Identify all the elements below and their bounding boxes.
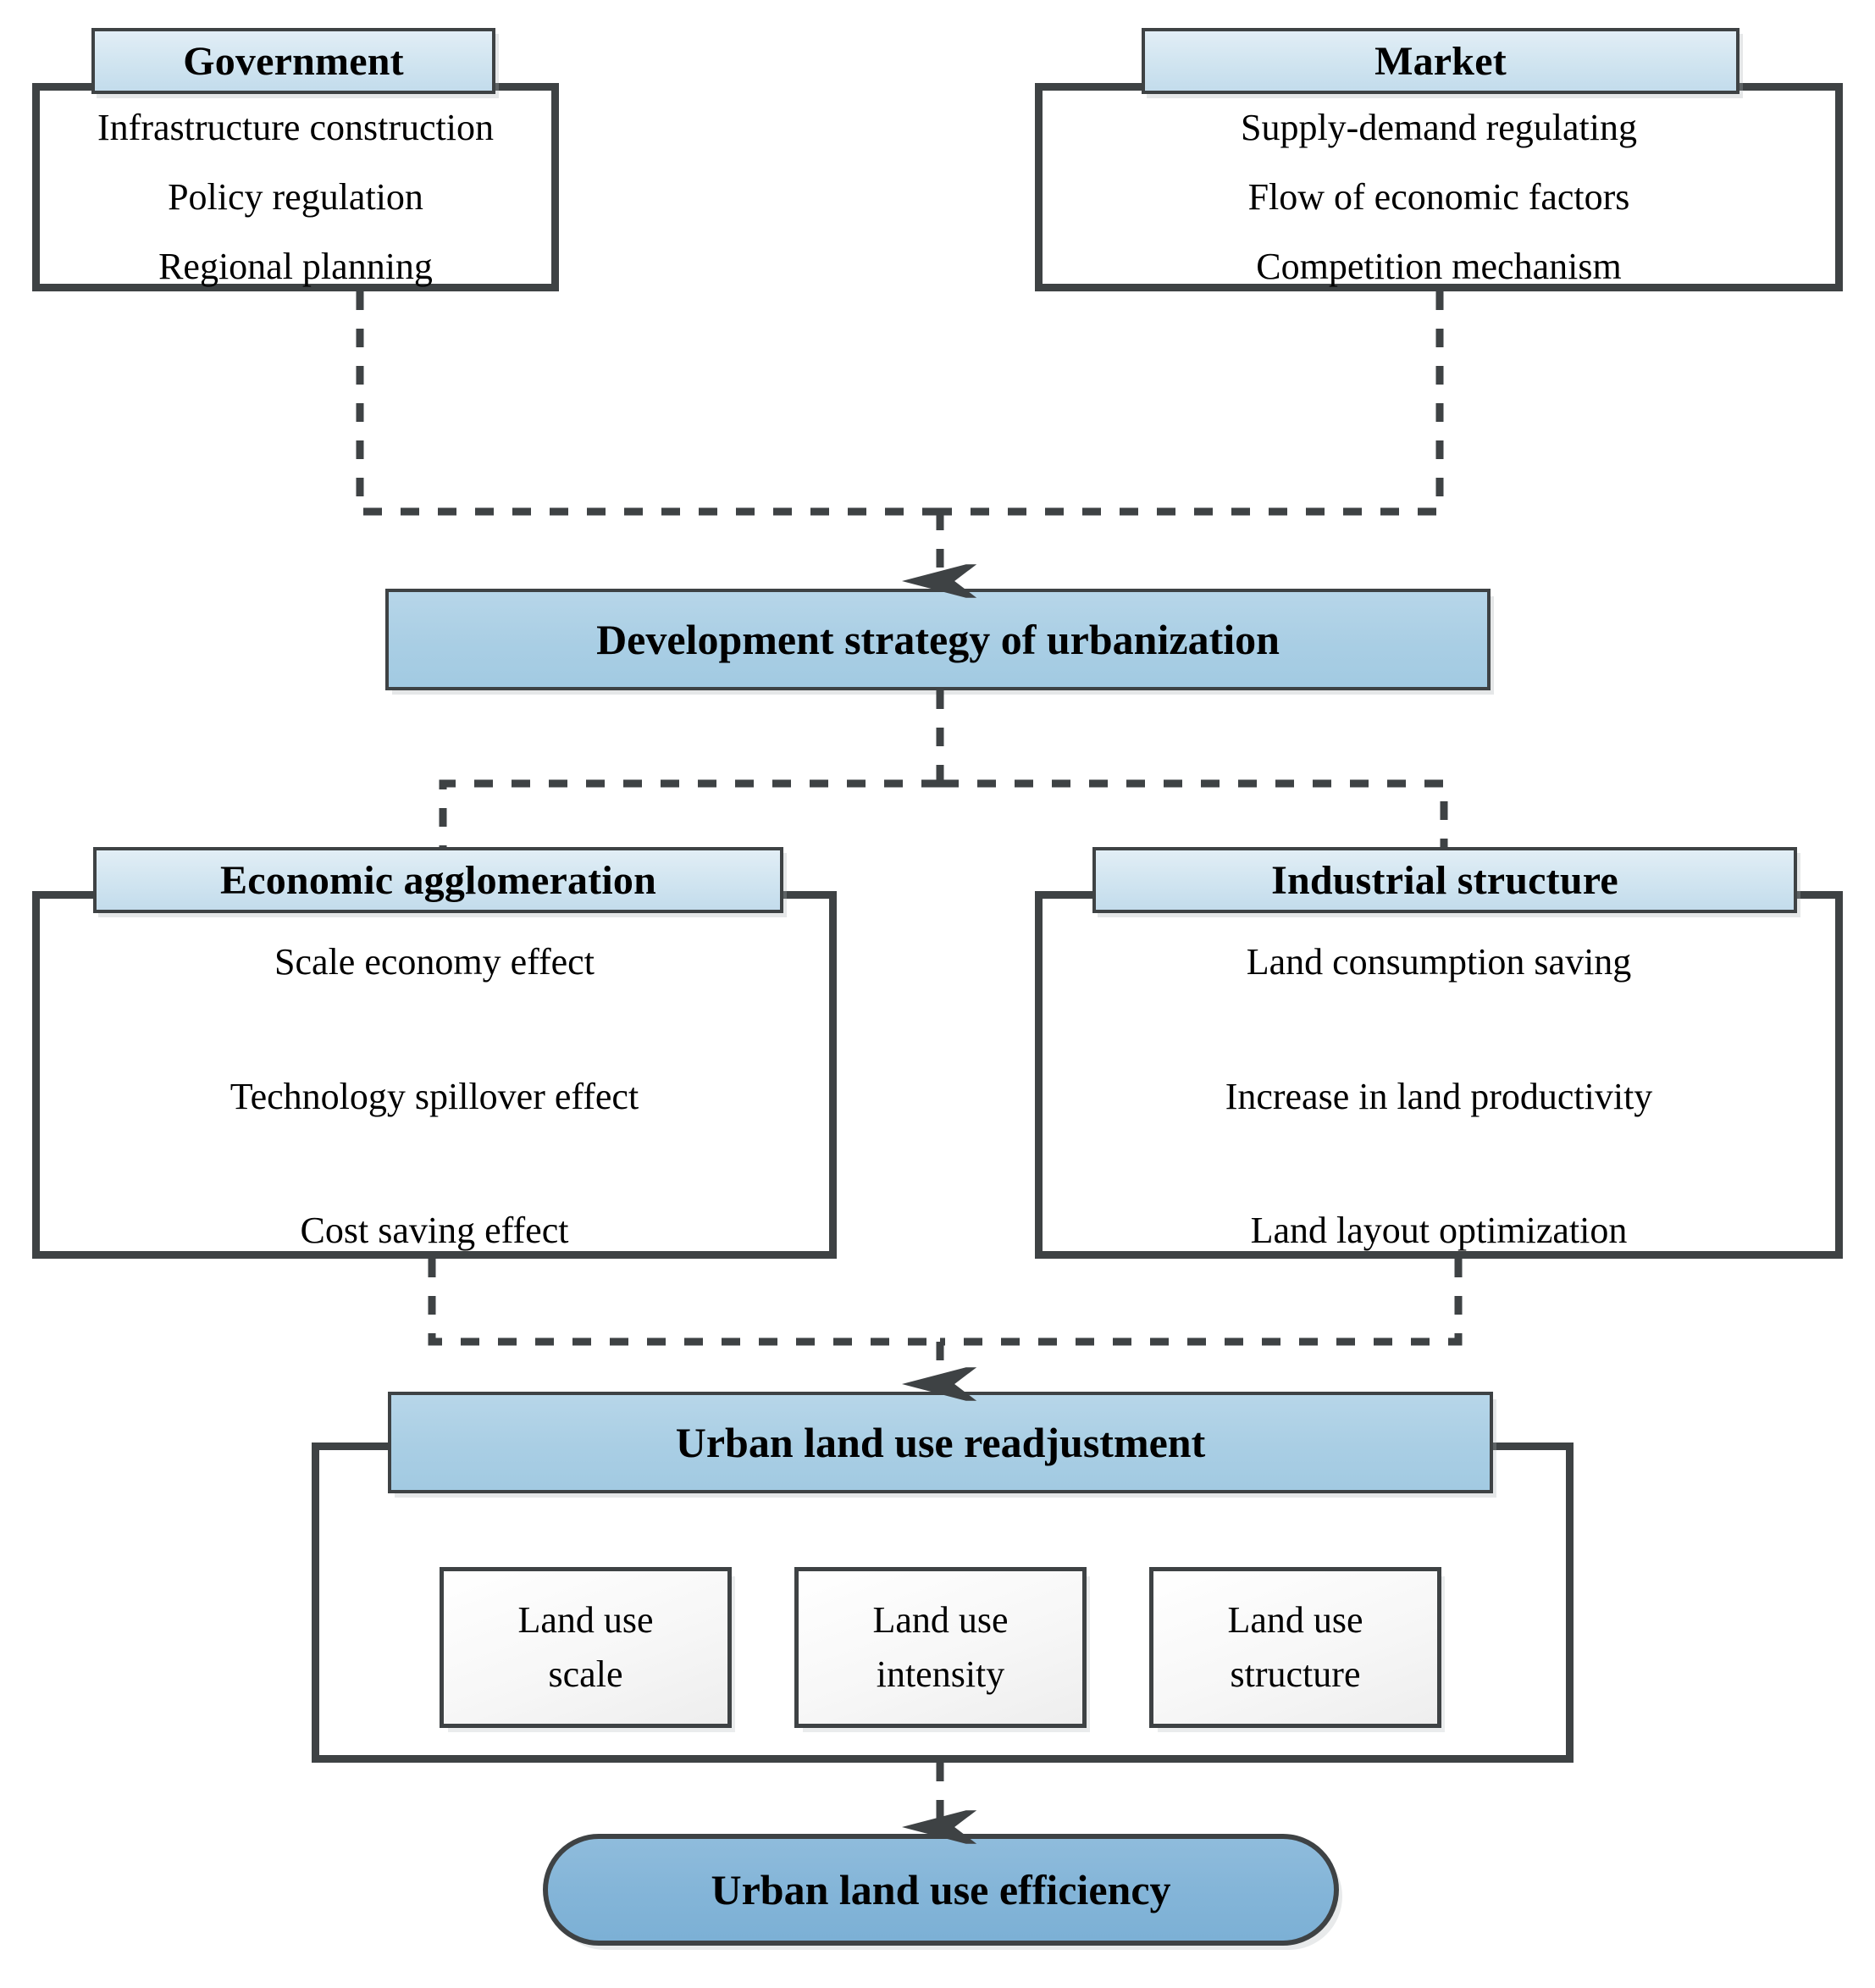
economic-agglomeration-item: Technology spillover effect [230, 1075, 639, 1117]
land-use-intensity-box[interactable]: Land use intensity [794, 1567, 1087, 1728]
wire-market-to-strategy [940, 291, 1444, 516]
government-header[interactable]: Government [91, 28, 495, 94]
land-use-scale-line2: scale [548, 1653, 623, 1695]
economic-agglomeration-item: Cost saving effect [300, 1210, 569, 1251]
government-header-label: Government [183, 38, 404, 84]
industrial-structure-items: Land consumption saving Increase in land… [1035, 940, 1843, 1252]
development-strategy-band[interactable]: Development strategy of urbanization [385, 589, 1491, 690]
market-header-label: Market [1374, 38, 1507, 84]
economic-agglomeration-header-label: Economic agglomeration [220, 857, 656, 903]
readjustment-band[interactable]: Urban land use readjustment [388, 1392, 1493, 1493]
wire-split-to-industrial [940, 779, 1448, 847]
government-item: Infrastructure construction [97, 107, 494, 148]
industrial-structure-header[interactable]: Industrial structure [1092, 847, 1797, 913]
land-use-structure-line1: Land use [1227, 1599, 1363, 1642]
land-use-intensity-line1: Land use [872, 1599, 1009, 1642]
industrial-structure-item: Land layout optimization [1250, 1210, 1628, 1251]
market-item: Supply-demand regulating [1240, 107, 1637, 148]
land-use-structure-box[interactable]: Land use structure [1149, 1567, 1441, 1728]
land-use-structure-line2: structure [1230, 1653, 1361, 1695]
industrial-structure-item: Land consumption saving [1246, 941, 1632, 983]
government-items: Infrastructure construction Policy regul… [32, 106, 559, 288]
industrial-structure-header-label: Industrial structure [1271, 857, 1618, 903]
industrial-structure-item: Increase in land productivity [1225, 1075, 1653, 1117]
readjustment-label: Urban land use readjustment [675, 1419, 1206, 1466]
land-use-scale-box[interactable]: Land use scale [440, 1567, 732, 1728]
government-item: Regional planning [158, 246, 433, 287]
development-strategy-label: Development strategy of urbanization [596, 616, 1280, 663]
economic-agglomeration-item: Scale economy effect [274, 941, 595, 983]
market-item: Flow of economic factors [1247, 176, 1630, 218]
economic-agglomeration-items: Scale economy effect Technology spillove… [32, 940, 837, 1252]
economic-agglomeration-header[interactable]: Economic agglomeration [93, 847, 783, 913]
wire-industrial-to-merge [940, 1259, 1463, 1346]
urban-land-use-efficiency-label: Urban land use efficiency [711, 1866, 1171, 1913]
wire-split-to-economic [439, 779, 940, 847]
wire-economic-to-merge [428, 1259, 940, 1346]
land-use-scale-line1: Land use [517, 1599, 654, 1642]
wire-government-to-strategy [356, 291, 940, 516]
market-item: Competition mechanism [1256, 246, 1622, 287]
market-header[interactable]: Market [1142, 28, 1739, 94]
government-item: Policy regulation [168, 176, 423, 218]
market-items: Supply-demand regulating Flow of economi… [1035, 106, 1843, 288]
land-use-intensity-line2: intensity [876, 1653, 1005, 1695]
urban-land-use-efficiency-pill[interactable]: Urban land use efficiency [543, 1834, 1339, 1946]
